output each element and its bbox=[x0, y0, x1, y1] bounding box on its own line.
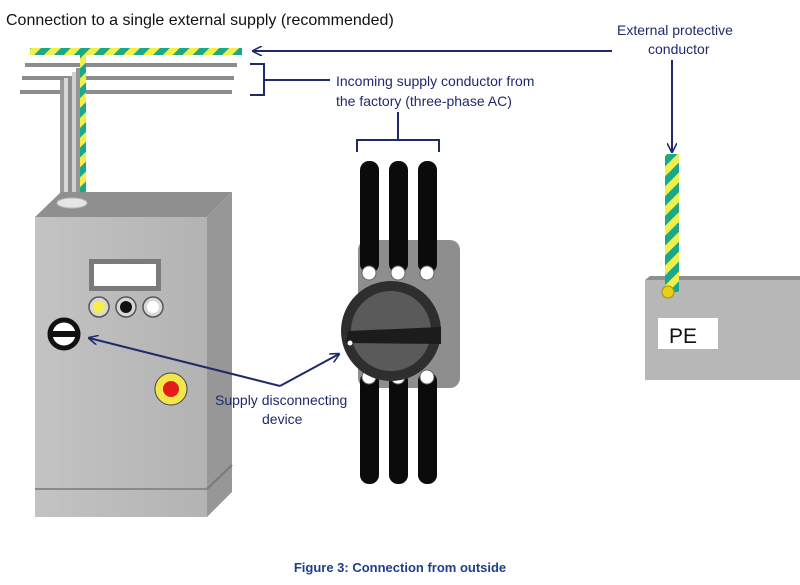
cabinet-side bbox=[207, 192, 232, 517]
diagram-title: Connection to a single external supply (… bbox=[6, 12, 394, 29]
overhead-earth-bar bbox=[30, 48, 242, 55]
conductor-bar-3-bottom bbox=[418, 372, 437, 484]
overhead-phase-line-1 bbox=[25, 63, 237, 67]
cabinet-top bbox=[35, 192, 232, 217]
pe-terminal-block: PE bbox=[645, 154, 800, 380]
disconnect-label-line1: Supply disconnecting bbox=[215, 392, 347, 408]
pe-label: PE bbox=[669, 325, 697, 348]
pe-earth-conductor bbox=[665, 154, 679, 292]
conductor-bar-2-bottom bbox=[389, 372, 408, 484]
incoming-supply-label-line1: Incoming supply conductor from bbox=[336, 73, 534, 89]
earth-drop-cable bbox=[80, 55, 86, 202]
control-cabinet bbox=[35, 192, 233, 517]
conductor-bar-2-top bbox=[389, 161, 408, 273]
incoming-supply-bracket bbox=[250, 63, 330, 96]
pe-label-box bbox=[658, 318, 718, 349]
disconnect-to-switch-arrow bbox=[279, 354, 339, 387]
switch-terminal-bracket bbox=[356, 112, 440, 152]
figure-caption: Figure 3: Connection from outside bbox=[294, 560, 506, 575]
rotary-handle bbox=[346, 327, 441, 344]
cable-bundle bbox=[60, 55, 86, 202]
external-protective-label-line1: External protective bbox=[617, 22, 733, 38]
pe-connection-point bbox=[661, 285, 675, 299]
conductor-bar-3-top bbox=[418, 161, 437, 273]
conductor-bar-1-bottom bbox=[360, 372, 379, 484]
cable-gland bbox=[56, 197, 88, 209]
external-protective-label-line2: conductor bbox=[648, 41, 710, 57]
disconnect-to-cabinet-arrow bbox=[89, 338, 281, 387]
overhead-supply-lines bbox=[20, 48, 242, 94]
supply-disconnect-switch bbox=[341, 161, 460, 484]
incoming-supply-label-line2: the factory (three-phase AC) bbox=[336, 93, 512, 109]
disconnect-label-line2: device bbox=[262, 411, 303, 427]
overhead-phase-line-3 bbox=[20, 90, 232, 94]
overhead-phase-line-2 bbox=[22, 76, 234, 80]
conductor-bar-1-top bbox=[360, 161, 379, 273]
